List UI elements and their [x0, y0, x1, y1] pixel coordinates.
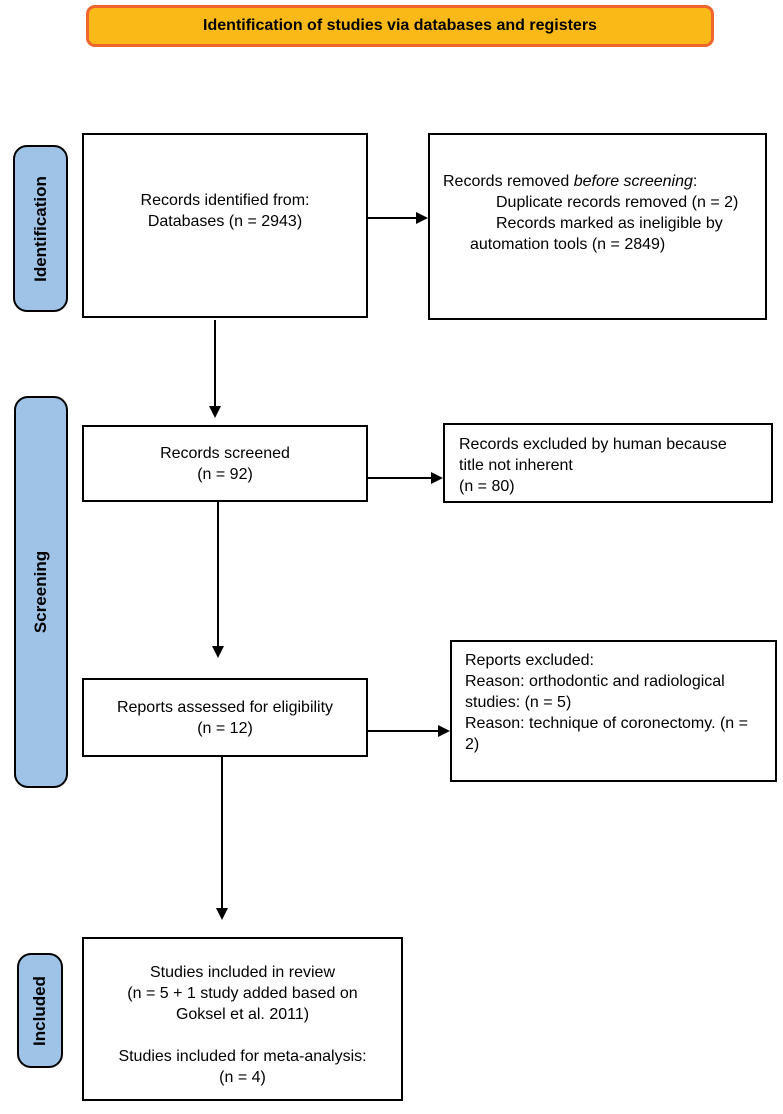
box-studies-included: Studies included in review (n = 5 + 1 st…	[82, 937, 403, 1101]
box-records-removed-heading-prefix: Records removed	[443, 173, 574, 190]
banner-text: Identification of studies via databases …	[203, 17, 597, 34]
stage-label-identification: Identification	[13, 145, 68, 312]
stage-label-included: Included	[17, 953, 63, 1068]
box-reports-assessed: Reports assessed for eligibility (n = 12…	[82, 678, 368, 757]
box-records-screened: Records screened (n = 92)	[82, 425, 368, 502]
box-records-identified: Records identified from: Databases (n = …	[82, 133, 368, 318]
box-reports-excluded-line: Reason: technique of coronectomy. (n =	[465, 715, 748, 732]
box-records-removed-line: Duplicate records removed (n = 2)	[496, 194, 739, 211]
box-reports-assessed-line: Reports assessed for eligibility	[116, 698, 334, 716]
box-reports-excluded-line: Reason: orthodontic and radiological	[465, 673, 725, 690]
box-records-excluded-by-human: Records excluded by human because title …	[443, 423, 773, 503]
box-records-excluded-line: (n = 80)	[459, 478, 515, 495]
box-studies-included-line: Goksel et al. 2011)	[175, 1006, 310, 1023]
box-records-removed-heading-italic: before screening	[573, 173, 693, 190]
arrow-right-identified-to-removed	[368, 212, 428, 224]
banner-identification-of-studies: Identification of studies via databases …	[86, 5, 714, 47]
box-reports-excluded: Reports excluded: Reason: orthodontic an…	[450, 640, 777, 782]
box-reports-excluded-line: Reports excluded:	[465, 652, 594, 669]
stage-screening-text: Screening	[31, 550, 51, 634]
arrow-down-screened-to-assessed	[212, 502, 224, 658]
box-records-identified-line: Databases (n = 2943)	[147, 213, 303, 230]
arrow-down-identified-to-screened	[209, 320, 221, 418]
stage-identification-text: Identification	[30, 175, 50, 282]
box-reports-assessed-line: (n = 12)	[197, 719, 253, 737]
box-studies-included-line: Studies included for meta-analysis:	[118, 1048, 367, 1065]
arrow-down-assessed-to-included	[216, 757, 228, 920]
box-studies-included-line: (n = 4)	[219, 1069, 266, 1086]
box-records-screened-line: Records screened	[160, 444, 290, 462]
box-studies-included-line: (n = 5 + 1 study added based on	[127, 985, 358, 1002]
box-studies-included-line	[84, 1025, 401, 1046]
box-records-removed-line: automation tools (n = 2849)	[470, 236, 666, 253]
stage-included-text: Included	[30, 975, 49, 1046]
box-records-excluded-line: Records excluded by human because	[459, 436, 727, 453]
box-records-removed-line: Records marked as ineligible by	[496, 215, 723, 232]
arrow-right-screened-to-excluded	[368, 472, 443, 484]
box-reports-excluded-line: 2)	[465, 736, 480, 753]
box-studies-included-line: Studies included in review	[150, 964, 335, 981]
box-records-removed-before-screening: Records removed before screening: Duplic…	[428, 133, 767, 320]
arrow-right-assessed-to-reports-excluded	[368, 725, 450, 737]
box-records-removed-heading: Records removed before screening:	[443, 171, 757, 192]
box-records-identified-line: Records identified from:	[140, 192, 310, 209]
box-records-screened-line: (n = 92)	[197, 465, 253, 483]
box-reports-excluded-line: studies: (n = 5)	[465, 694, 572, 711]
box-records-removed-heading-suffix: :	[692, 173, 698, 190]
stage-label-screening: Screening	[14, 396, 68, 788]
box-records-excluded-line: title not inherent	[459, 457, 573, 474]
